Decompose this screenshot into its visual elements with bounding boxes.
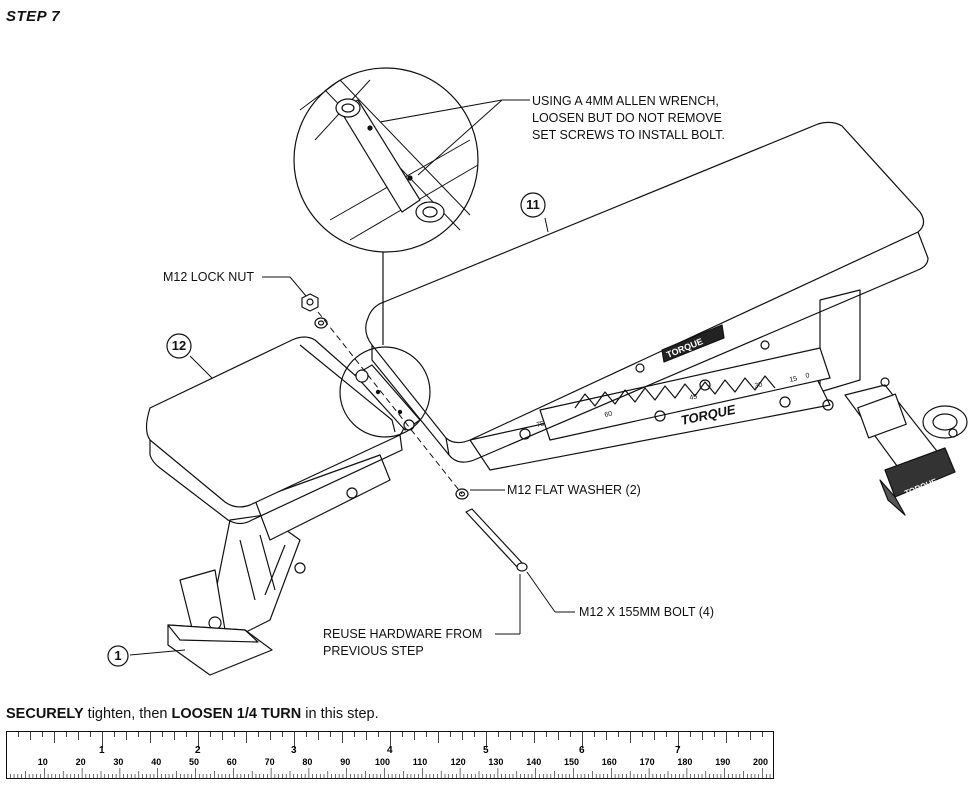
ruler-mm-label: 130	[488, 757, 503, 767]
instruction-middle: tighten, then	[83, 706, 172, 722]
front-frame	[167, 454, 391, 676]
callout-allen-wrench: USING A 4MM ALLEN WRENCH, LOOSEN BUT DO …	[532, 94, 725, 142]
rail-angle-labels: 75 60 45 30 15 0	[536, 372, 810, 429]
ruler-mm-label: 170	[640, 757, 655, 767]
ruler-inch-label: 4	[387, 745, 393, 756]
ruler-mm-label: 120	[451, 757, 466, 767]
ruler-inch-label: 3	[291, 745, 297, 756]
ruler-inch-label: 7	[675, 745, 681, 756]
ruler-mm-label: 50	[189, 757, 199, 767]
measurement-ruler: 1 2 3 4 5 6 7 10 20 30 40 50 60 70 80 90 100 110 120 130 140…	[6, 731, 774, 779]
ruler-mm-label: 90	[340, 757, 350, 767]
angle-label: 45	[689, 393, 698, 401]
ruler-inch-label: 6	[579, 745, 585, 756]
hardware	[301, 293, 528, 572]
angle-label: 75	[536, 420, 545, 428]
instruction-text: SECURELY tighten, then LOOSEN 1/4 TURN i…	[6, 706, 379, 722]
ruler-mm-label: 200	[753, 757, 768, 767]
rear-frame	[819, 289, 968, 516]
ruler-mm-label: 70	[265, 757, 275, 767]
callout-bolt: M12 X 155MM BOLT (4)	[579, 605, 714, 619]
ruler-mm-label: 160	[602, 757, 617, 767]
ruler-mm-label: 110	[413, 757, 428, 767]
ruler-mm-label: 10	[38, 757, 48, 767]
ruler-mm-label: 20	[76, 757, 86, 767]
callout-lock-nut: M12 LOCK NUT	[163, 270, 254, 284]
ruler-inch-label: 5	[483, 745, 489, 756]
ruler-mm-label: 140	[526, 757, 541, 767]
ruler-mm-label: 30	[113, 757, 123, 767]
instruction-end: in this step.	[301, 706, 379, 722]
bench-assembly-illustration: TORQUE TORQUE TORQUE 75 60 45 30 15 0	[107, 67, 968, 676]
hinge	[339, 346, 431, 438]
incline-rail	[469, 340, 834, 471]
leader-lines	[129, 99, 575, 656]
ruler-mm-label: 190	[715, 757, 730, 767]
angle-label: 15	[789, 375, 798, 383]
angle-label: 60	[604, 410, 613, 418]
callout-flat-washer: M12 FLAT WASHER (2)	[507, 483, 641, 497]
backrest-pad	[365, 121, 929, 463]
step-title: STEP 7	[6, 8, 61, 25]
ruler-inch-label: 1	[99, 745, 105, 756]
ruler-mm-label: 180	[677, 757, 692, 767]
ruler-mm-label: 60	[227, 757, 237, 767]
ruler-mm-label: 100	[375, 757, 390, 767]
part-number-12: 12	[171, 338, 187, 353]
angle-label: 0	[805, 372, 810, 380]
part-number-11: 11	[526, 197, 540, 212]
instruction-loosen: LOOSEN 1/4 TURN	[171, 706, 302, 722]
callout-reuse-hardware: REUSE HARDWARE FROM PREVIOUS STEP	[323, 627, 483, 658]
angle-label: 30	[754, 381, 763, 389]
part-number-1: 1	[114, 648, 122, 663]
instruction-securely: SECURELY	[6, 706, 84, 722]
ruler-inch-label: 2	[195, 745, 201, 756]
ruler-mm-label: 150	[564, 757, 579, 767]
ruler-mm-label: 40	[151, 757, 161, 767]
detail-magnifier	[293, 67, 479, 345]
ruler-mm-label: 80	[302, 757, 312, 767]
